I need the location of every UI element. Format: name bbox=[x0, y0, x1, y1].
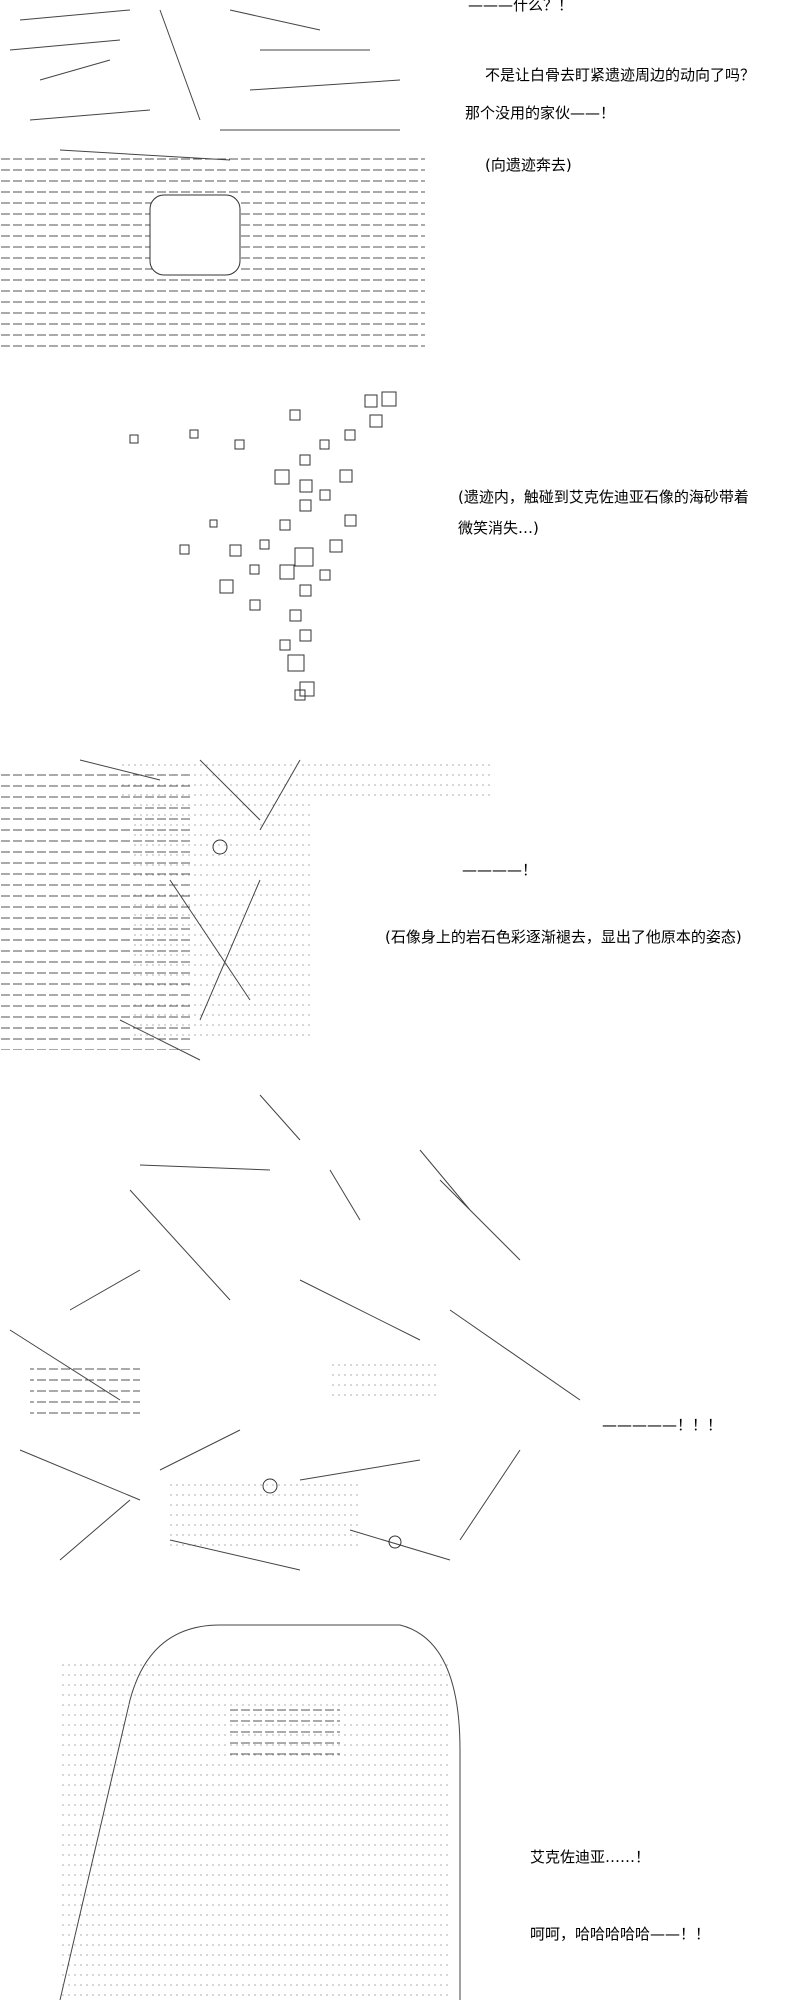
sand-particle bbox=[289, 609, 302, 622]
sand-particle bbox=[299, 629, 312, 642]
sand-particle bbox=[344, 429, 356, 441]
sand-particle bbox=[274, 469, 290, 485]
sand-particle bbox=[279, 564, 295, 580]
dialogue-exodia: 艾克佐迪亚……！ bbox=[530, 1848, 651, 1866]
narration-run: (向遗迹奔去) bbox=[485, 156, 572, 174]
sand-particle bbox=[369, 414, 383, 428]
narration-statue: (石像身上的岩石色彩逐渐褪去，显出了他原本的姿态) bbox=[385, 928, 742, 946]
sand-particle bbox=[289, 409, 301, 421]
sand-particle bbox=[339, 469, 353, 483]
dialogue-laugh: 呵呵，哈哈哈哈哈——！！ bbox=[530, 1925, 711, 1943]
sand-particle bbox=[319, 489, 331, 501]
sand-particle bbox=[287, 654, 305, 672]
sand-particle bbox=[344, 514, 357, 527]
narration-sand-1: (遗迹内，触碰到艾克佐迪亚石像的海砂带着 bbox=[458, 488, 749, 506]
sand-particle bbox=[299, 681, 315, 697]
sand-particle bbox=[299, 499, 312, 512]
sand-particle bbox=[299, 454, 311, 466]
art-panel-5 bbox=[59, 1624, 461, 2000]
sand-particle bbox=[189, 429, 199, 439]
sand-particle bbox=[319, 569, 331, 581]
dialogue-exclaim: ————！ bbox=[462, 861, 538, 879]
sand-particle bbox=[329, 539, 343, 553]
sand-particle bbox=[234, 439, 245, 450]
sand-particle bbox=[209, 519, 218, 528]
sand-particle bbox=[294, 547, 314, 567]
sand-particle bbox=[299, 479, 313, 493]
sand-particle bbox=[179, 544, 190, 555]
sand-particle bbox=[229, 544, 242, 557]
narration-sand-2: 微笑消失…) bbox=[458, 519, 539, 537]
sand-particle bbox=[319, 439, 330, 450]
dialogue-useless: 那个没用的家伙——！ bbox=[465, 104, 616, 122]
art-panel-3 bbox=[0, 759, 490, 1061]
art-panel-2-sand-particles bbox=[129, 391, 397, 701]
art-panel-1 bbox=[0, 9, 425, 350]
dialogue-question: 不是让白骨去盯紧遗迹周边的动向了吗？ bbox=[485, 66, 756, 84]
sand-particle bbox=[259, 539, 270, 550]
sand-particle bbox=[249, 599, 261, 611]
sand-particle bbox=[129, 434, 139, 444]
sand-particle bbox=[294, 689, 306, 701]
sand-particle bbox=[381, 391, 397, 407]
sand-particle bbox=[219, 579, 234, 594]
sand-particle bbox=[279, 519, 291, 531]
sand-particle bbox=[364, 394, 378, 408]
sand-particle bbox=[279, 639, 291, 651]
sand-particle bbox=[249, 564, 260, 575]
sand-particle bbox=[299, 584, 312, 597]
dialogue-exclaim-big: —————！！！ bbox=[602, 1416, 723, 1434]
dialogue-what: ———什么？！ bbox=[468, 0, 574, 14]
art-panel-4-exodia bbox=[9, 1094, 581, 1571]
